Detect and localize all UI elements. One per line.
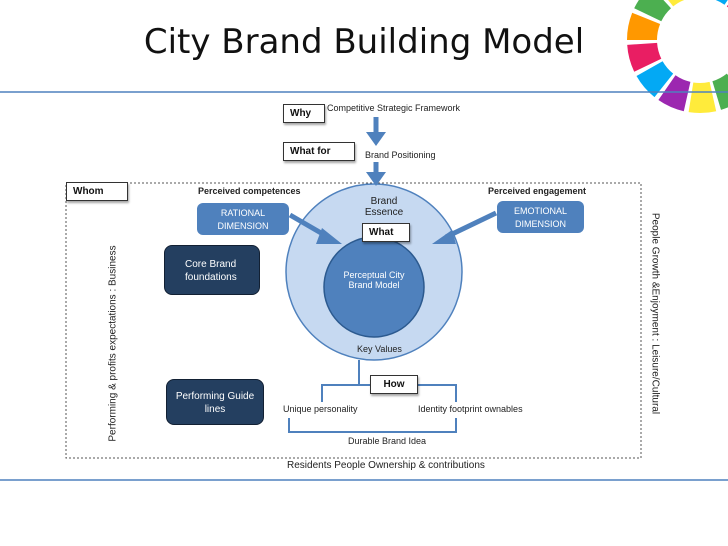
- perceived-engagement-text: Perceived engagement: [488, 186, 587, 196]
- page-title: City Brand Building Model: [143, 22, 585, 62]
- logo-segment: [627, 42, 662, 72]
- residents-text: Residents People Ownership & contributio…: [287, 460, 485, 471]
- rational-dimension-box: RATIONAL DIMENSION: [197, 203, 289, 235]
- why-label: Why: [283, 104, 325, 123]
- left-vertical-text: Performing & profits expectations : Busi…: [107, 245, 119, 442]
- competitive-framework-text: Competitive Strategic Framework: [327, 103, 461, 113]
- identity-footprint-text: Identity footprint ownables: [418, 404, 523, 414]
- logo-segment: [658, 75, 691, 112]
- logo-segment: [636, 61, 674, 98]
- arrow-emotional-head: [432, 230, 456, 244]
- logo-segment: [688, 81, 717, 114]
- perceptual-model-text: Perceptual City Brand Model: [343, 270, 405, 290]
- logo-segment: [626, 12, 661, 40]
- logo-segment: [668, 0, 685, 7]
- logo-segment: [634, 0, 671, 22]
- arrow-emotional: [444, 210, 498, 240]
- dotted-frame: [65, 182, 642, 459]
- bracket-bottom: [288, 418, 457, 433]
- arrow-rational-head: [316, 228, 342, 244]
- logo-segment: [715, 0, 728, 5]
- core-brand-foundations-box: Core Brand foundations: [164, 245, 260, 295]
- right-vertical-text: People Growth &Enjoyment : Leisure/Cultu…: [649, 212, 661, 415]
- performing-guidelines-box: Performing Guide lines: [166, 379, 264, 425]
- arrow-top-1-head: [366, 132, 386, 146]
- brand-essence-text: Brand Essence: [364, 196, 404, 218]
- brand-positioning-text: Brand Positioning: [365, 150, 436, 160]
- durable-brand-idea-text: Durable Brand Idea: [348, 436, 427, 446]
- emotional-dimension-box: EMOTIONAL DIMENSION: [497, 201, 584, 233]
- what-label: What: [362, 223, 410, 242]
- how-label: How: [370, 375, 418, 394]
- whom-label: Whom: [66, 182, 128, 201]
- unique-personality-text: Unique personality: [283, 404, 358, 414]
- what-for-label: What for: [283, 142, 355, 161]
- key-values-text: Key Values: [357, 344, 402, 354]
- perceived-competences-text: Perceived competences: [198, 186, 301, 196]
- arrow-top-2-head: [366, 172, 386, 186]
